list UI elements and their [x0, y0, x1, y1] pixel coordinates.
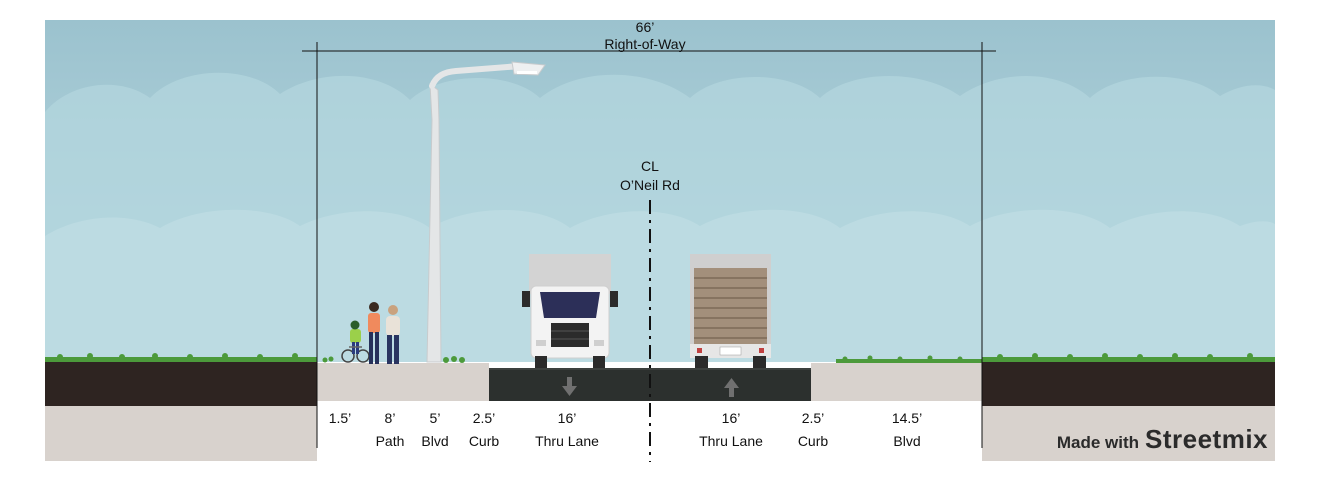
- brand-prefix: Made with: [1056, 433, 1139, 452]
- right-of-way-width: 66’: [635, 19, 655, 35]
- segment-name: Curb: [797, 433, 829, 449]
- pedestrian-icon: [386, 305, 400, 364]
- lane-arrow-up-icon: [724, 378, 739, 397]
- segment-name: Path: [375, 433, 405, 449]
- segment-width: 16’: [557, 410, 577, 426]
- streetlight-icon: [426, 61, 546, 363]
- segment-width: 1.5’: [328, 410, 352, 426]
- segment-name: Curb: [468, 433, 500, 449]
- centerline-street: O’Neil Rd: [620, 177, 680, 193]
- centerline-code: CL: [641, 158, 659, 174]
- segment-width: 5’: [429, 410, 441, 426]
- streetmix-brand: Made with Streetmix: [1057, 424, 1268, 455]
- segment-width: 8’: [384, 410, 396, 426]
- segment-name: Blvd: [893, 433, 921, 449]
- segment-width: 14.5’: [891, 410, 923, 426]
- right-of-way-label: Right-of-Way: [604, 36, 686, 52]
- segment-width: 16’: [721, 410, 741, 426]
- path-surface-left: [317, 363, 489, 401]
- grass-left: [45, 353, 317, 362]
- grass-right: [982, 353, 1275, 362]
- ground-base-left: [45, 406, 317, 461]
- brand-name: Streetmix: [1145, 424, 1268, 454]
- truck-front-icon: [522, 254, 618, 368]
- lane-arrow-down-icon: [562, 377, 577, 396]
- segment-width: 2.5’: [801, 410, 825, 426]
- grass-boulevard-right: [836, 355, 982, 363]
- soil-right: [982, 360, 1275, 406]
- clouds-lower: [45, 209, 1275, 362]
- segment-name: Thru Lane: [535, 433, 599, 449]
- segment-width: 2.5’: [472, 410, 496, 426]
- pedestrian-icon: [368, 302, 380, 364]
- boulevard-surface-right: [811, 363, 982, 401]
- segment-name: Blvd: [421, 433, 449, 449]
- cyclist-icon: [341, 320, 370, 363]
- segment-name: Thru Lane: [699, 433, 763, 449]
- grass-boulevard-left: [322, 356, 465, 363]
- truck-rear-icon: [690, 254, 771, 368]
- ground-base-right: [982, 406, 1275, 461]
- soil-left: [45, 360, 317, 406]
